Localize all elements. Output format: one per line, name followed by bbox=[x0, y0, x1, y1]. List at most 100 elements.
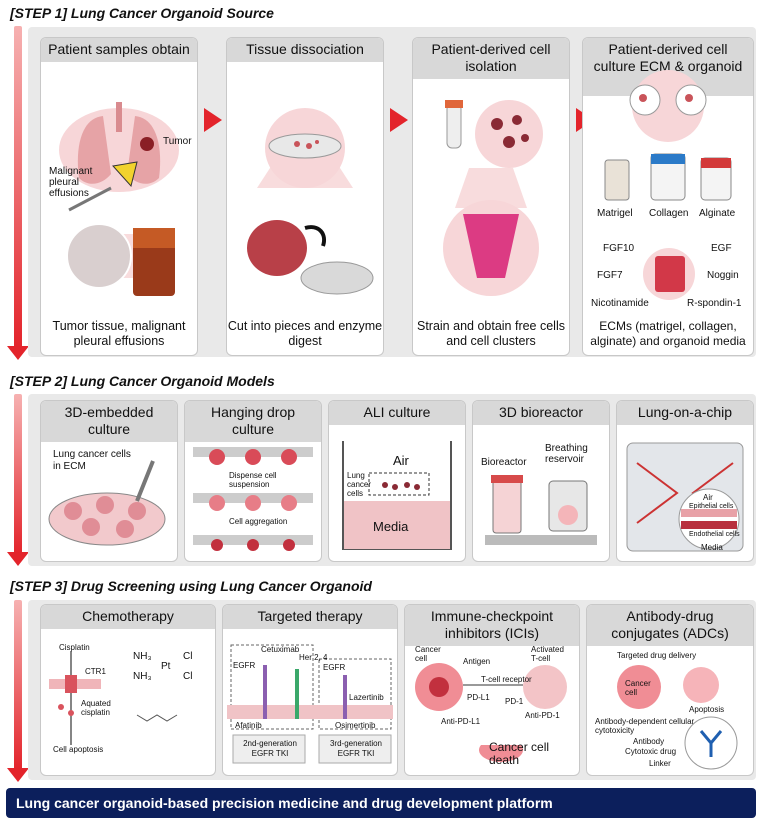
step1-title: [STEP 1] Lung Cancer Organoid Source bbox=[10, 5, 274, 21]
card-heading: Patient samples obtain bbox=[41, 38, 197, 62]
dispense-label: Dispense cell suspension bbox=[229, 471, 277, 489]
card-ali-culture: ALI culture Air Lung cancer cells Media bbox=[328, 400, 466, 562]
step1-progress-line bbox=[14, 26, 22, 348]
nh3-bottom-label: NH₃ bbox=[133, 671, 152, 682]
card-lung-on-a-chip: Lung-on-a-chip Air Epithelial cells Endo… bbox=[616, 400, 754, 562]
card-heading: Tissue dissociation bbox=[227, 38, 383, 62]
cetuximab-label: Cetuximab bbox=[261, 645, 300, 654]
matrigel-label: Matrigel bbox=[597, 208, 633, 219]
card-targeted-therapy: Targeted therapy Cetuximab Her 2, 4 EGFR… bbox=[222, 604, 398, 776]
endothelial-label: Endothelial cells bbox=[689, 531, 740, 538]
card-heading: 3D bioreactor bbox=[473, 401, 609, 425]
pt-label: Pt bbox=[161, 661, 171, 672]
dish-illustration bbox=[247, 108, 374, 295]
step3-progress-line bbox=[14, 600, 22, 770]
bioreactor-illustration bbox=[485, 475, 597, 545]
apoptosis-label: Cell apoptosis bbox=[53, 745, 104, 754]
media-label: Media bbox=[701, 543, 723, 552]
card-heading: Targeted therapy bbox=[223, 605, 397, 629]
air-label: Air bbox=[703, 493, 713, 502]
osimertinib-label: Osimertinib bbox=[335, 721, 376, 730]
activated-label: Activated T-cell bbox=[531, 645, 564, 663]
cl-top-label: Cl bbox=[183, 651, 193, 662]
cells-label: Lung cancer cells in ECM bbox=[53, 449, 131, 472]
egf-label: EGF bbox=[711, 243, 732, 254]
noggin-label: Noggin bbox=[707, 270, 739, 281]
chip-illustration bbox=[626, 442, 744, 552]
embedded-illustration bbox=[48, 460, 166, 546]
egfr-right-label: EGFR bbox=[323, 663, 346, 672]
card-chemotherapy: Chemotherapy Cisplatin CTR1 Aquated cisp… bbox=[40, 604, 216, 776]
flow-arrow bbox=[390, 108, 408, 132]
tumor-label: Tumor bbox=[163, 136, 192, 147]
card-footer: Tumor tissue, malignant pleural effusion… bbox=[52, 319, 186, 348]
rspondin-label: R-spondin-1 bbox=[687, 298, 742, 309]
cancer-label: Cancer cell bbox=[625, 679, 651, 697]
card-heading: Lung-on-a-chip bbox=[617, 401, 753, 425]
lazertinib-label: Lazertinib bbox=[349, 693, 384, 702]
cancer-label: Cancer cell bbox=[415, 645, 441, 663]
card-heading: ALI culture bbox=[329, 401, 465, 425]
collagen-label: Collagen bbox=[649, 208, 689, 219]
ctr1-label: CTR1 bbox=[85, 667, 106, 676]
isolation-illustration bbox=[443, 100, 543, 296]
card-heading: Patient-derived cell culture ECM & organ… bbox=[583, 38, 753, 96]
card-cell-isolation: Patient-derived cell isolation Strain an… bbox=[412, 37, 570, 356]
card-footer: Cut into pieces and enzyme digest bbox=[227, 319, 383, 348]
hanging-drop-illustration bbox=[193, 447, 313, 551]
step2-down-arrow bbox=[7, 552, 29, 566]
cytotoxic-label: Cytotoxic drug bbox=[625, 747, 677, 756]
pdl1-label: PD-L1 bbox=[467, 693, 490, 702]
step1-down-arrow bbox=[7, 346, 29, 360]
platform-banner: Lung cancer organoid-based precision med… bbox=[6, 788, 756, 818]
ali-illustration bbox=[342, 441, 452, 550]
fgf10-label: FGF10 bbox=[603, 243, 635, 254]
aggregation-label: Cell aggregation bbox=[229, 517, 288, 526]
ici-illustration bbox=[415, 663, 567, 762]
lung-illustration bbox=[59, 102, 179, 296]
antibody-label: Antibody bbox=[633, 737, 665, 746]
card-tissue-dissociation: Tissue dissociation Cut into pieces and … bbox=[226, 37, 384, 356]
breathing-label: Breathing reservoir bbox=[545, 443, 588, 465]
gen3-label: 3rd-generation EGFR TKI bbox=[329, 739, 383, 758]
card-heading: 3D-embedded culture bbox=[41, 401, 177, 442]
card-patient-samples: Patient samples obtain Tumor Malignant p… bbox=[40, 37, 198, 356]
card-footer: ECMs (matrigel, collagen, alginate) and … bbox=[590, 319, 746, 348]
flow-arrow bbox=[204, 108, 222, 132]
tcr-label: T-cell receptor bbox=[481, 675, 532, 684]
mpe-label: Malignant pleural effusions bbox=[49, 166, 93, 199]
epithelial-label: Epithelial cells bbox=[689, 503, 734, 510]
bioreactor-label: Bioreactor bbox=[481, 457, 527, 468]
her-label: Her 2, 4 bbox=[299, 653, 328, 662]
afatinib-label: Afatinib bbox=[235, 721, 262, 730]
targeted-label: Targeted drug delivery bbox=[617, 651, 697, 660]
egfr-left-label: EGFR bbox=[233, 661, 256, 670]
nicotinamide-label: Nicotinamide bbox=[591, 298, 649, 309]
card-culture-ecm: Patient-derived cell culture ECM & organ… bbox=[582, 37, 754, 356]
cl-bottom-label: Cl bbox=[183, 671, 193, 682]
card-ici: Immune-checkpoint inhibitors (ICIs) Canc… bbox=[404, 604, 580, 776]
card-heading: Patient-derived cell isolation bbox=[413, 38, 569, 79]
nh3-top-label: NH₃ bbox=[133, 651, 152, 662]
card-footer: Strain and obtain free cells and cell cl… bbox=[416, 319, 565, 348]
air-label: Air bbox=[393, 453, 409, 468]
cisplatin-label: Cisplatin bbox=[59, 643, 90, 652]
card-heading: Hanging drop culture bbox=[185, 401, 321, 442]
adcc-label: Antibody-dependent cellular cytotoxicity bbox=[595, 717, 695, 735]
targeted-illustration bbox=[227, 644, 393, 764]
pd1-label: PD-1 bbox=[505, 697, 524, 706]
antigen-label: Antigen bbox=[463, 657, 491, 666]
alginate-label: Alginate bbox=[699, 208, 736, 219]
card-heading: Immune-checkpoint inhibitors (ICIs) bbox=[405, 605, 579, 646]
step3-down-arrow bbox=[7, 768, 29, 782]
step2-title: [STEP 2] Lung Cancer Organoid Models bbox=[10, 373, 275, 389]
card-heading: Chemotherapy bbox=[41, 605, 215, 629]
chemo-illustration bbox=[49, 651, 178, 745]
gen2-label: 2nd-generation EGFR TKI bbox=[243, 739, 297, 758]
cells-label: Lung cancer cells bbox=[347, 471, 372, 498]
aquated-label: Aquated cisplatin bbox=[81, 699, 111, 717]
antipdl1-label: Anti-PD-L1 bbox=[441, 717, 481, 726]
ecm-illustration bbox=[604, 70, 732, 300]
card-hanging-drop: Hanging drop culture Dispense cell suspe… bbox=[184, 400, 322, 562]
step3-title: [STEP 3] Drug Screening using Lung Cance… bbox=[10, 578, 372, 594]
